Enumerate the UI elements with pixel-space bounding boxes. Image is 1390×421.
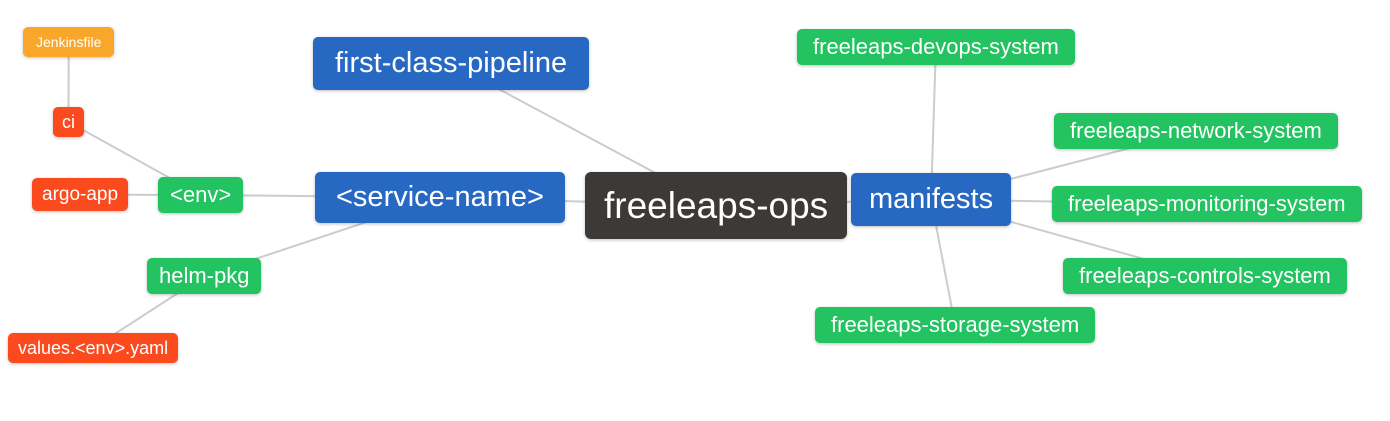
node-freeleaps-storage-system[interactable]: freeleaps-storage-system: [815, 307, 1096, 343]
node-manifests[interactable]: manifests: [851, 173, 1012, 226]
node-helm-pkg[interactable]: helm-pkg: [147, 258, 262, 294]
node-freeleaps-ops[interactable]: freeleaps-ops: [585, 172, 848, 239]
node-service-name[interactable]: <service-name>: [315, 172, 565, 223]
node-first-class-pipeline[interactable]: first-class-pipeline: [313, 37, 590, 90]
node-freeleaps-monitoring-system[interactable]: freeleaps-monitoring-system: [1052, 186, 1362, 222]
node-values-env-yaml[interactable]: values.<env>.yaml: [8, 333, 179, 363]
node-ci[interactable]: ci: [53, 107, 84, 137]
node-env[interactable]: <env>: [158, 177, 244, 213]
node-freeleaps-controls-system[interactable]: freeleaps-controls-system: [1063, 258, 1347, 294]
node-freeleaps-devops-system[interactable]: freeleaps-devops-system: [797, 29, 1075, 65]
node-argo-app[interactable]: argo-app: [32, 178, 129, 211]
node-jenkinsfile[interactable]: Jenkinsfile: [23, 27, 115, 57]
node-freeleaps-network-system[interactable]: freeleaps-network-system: [1054, 113, 1338, 149]
